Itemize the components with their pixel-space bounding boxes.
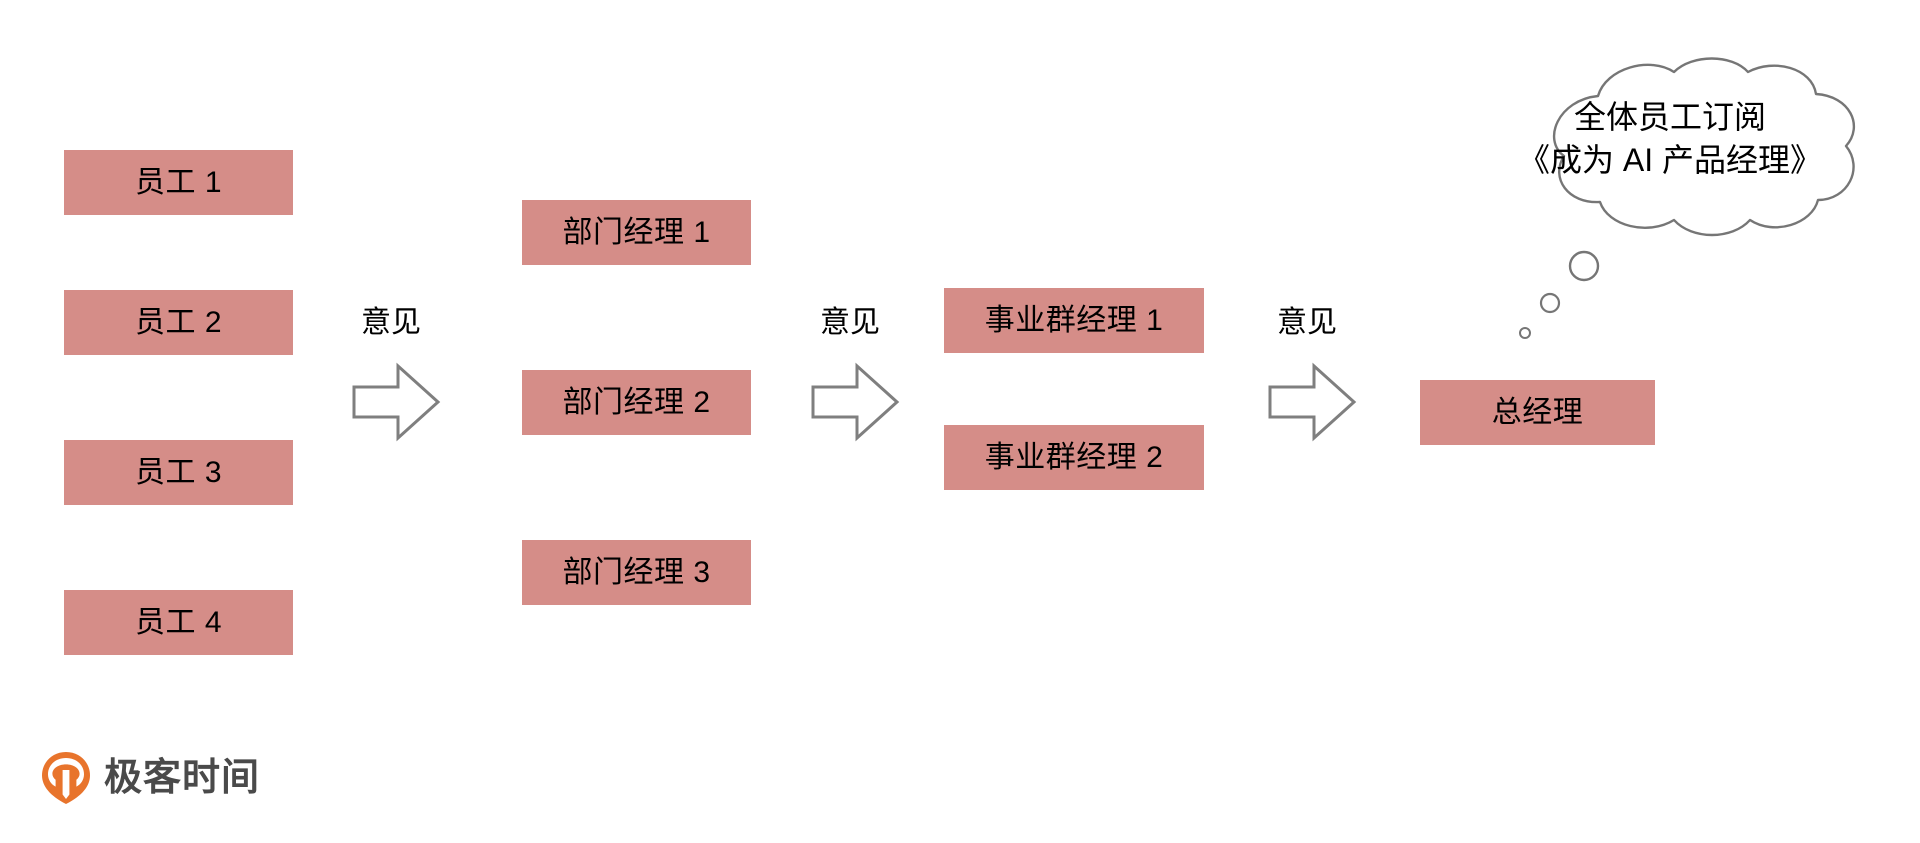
node-label: 总经理 (1491, 395, 1584, 429)
node-label: 事业群经理 2 (984, 440, 1164, 474)
node-label: 部门经理 1 (562, 215, 711, 249)
flow-label-opinion-2: 意见 (820, 306, 880, 339)
arrow-right-icon-3 (1266, 362, 1358, 442)
thought-bubble-line-2: 《成为 AI 产品经理》 (1517, 142, 1823, 179)
thought-bubble-text: 全体员工订阅 《成为 AI 产品经理》 (1500, 96, 1840, 182)
node-department-manager-1: 部门经理 1 (522, 200, 751, 265)
node-label: 部门经理 2 (562, 385, 711, 419)
thought-bubble-line-1: 全体员工订阅 (1573, 99, 1766, 135)
node-business-group-manager-1: 事业群经理 1 (944, 288, 1204, 353)
node-employee-3: 员工 3 (64, 440, 293, 505)
thought-bubble-trail (1500, 240, 1610, 350)
arrow-right-icon-1 (350, 362, 442, 442)
node-employee-2: 员工 2 (64, 290, 293, 355)
node-general-manager: 总经理 (1420, 380, 1655, 445)
node-employee-4: 员工 4 (64, 590, 293, 655)
geektime-pin-icon (42, 752, 90, 804)
node-label: 员工 2 (134, 305, 223, 339)
flow-label-opinion-1: 意见 (361, 306, 421, 339)
brand-logo: 极客时间 (40, 750, 260, 806)
node-label: 员工 4 (134, 605, 223, 639)
node-label: 部门经理 3 (562, 555, 711, 589)
flow-label-opinion-3: 意见 (1277, 306, 1337, 339)
brand-name: 极客时间 (104, 757, 261, 799)
node-label: 事业群经理 1 (984, 303, 1164, 337)
node-employee-1: 员工 1 (64, 150, 293, 215)
node-department-manager-3: 部门经理 3 (522, 540, 751, 605)
node-label: 员工 1 (134, 165, 223, 199)
thought-bubble-cloud (1478, 52, 1868, 242)
node-business-group-manager-2: 事业群经理 2 (944, 425, 1204, 490)
node-label: 员工 3 (134, 455, 223, 489)
node-department-manager-2: 部门经理 2 (522, 370, 751, 435)
arrow-right-icon-2 (809, 362, 901, 442)
